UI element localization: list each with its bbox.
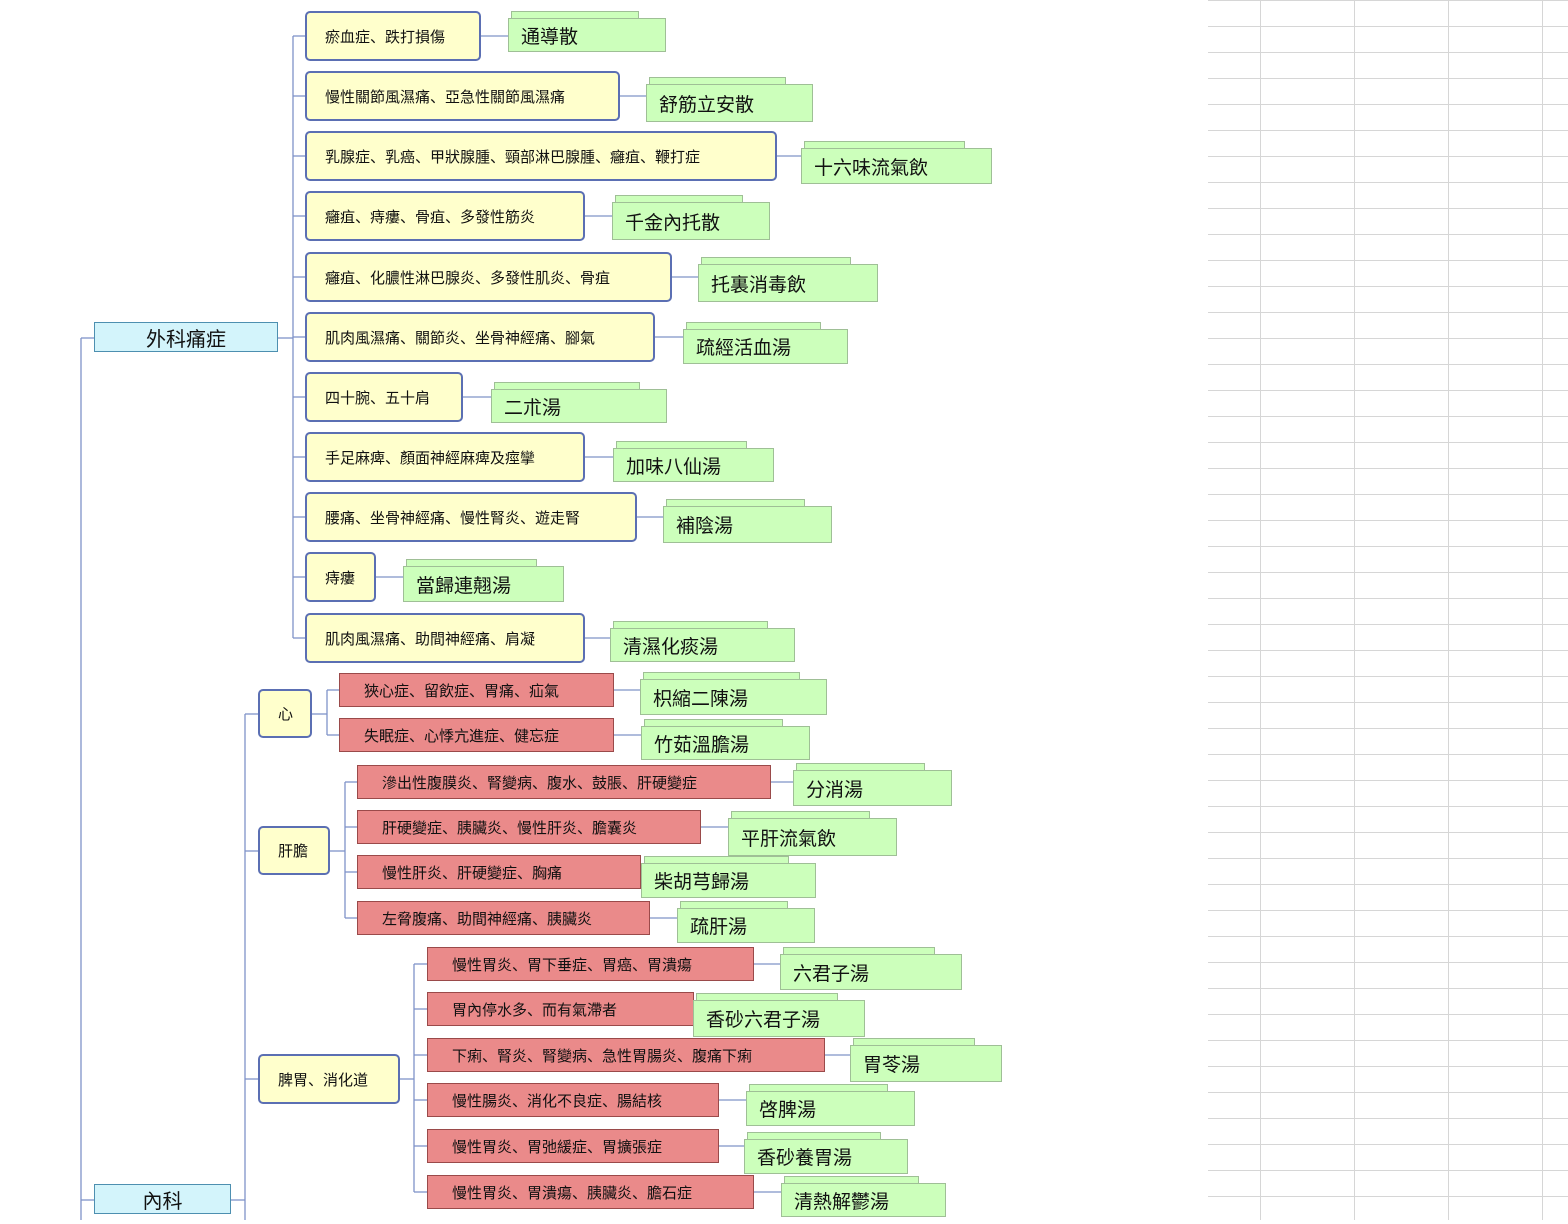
- remedy-node[interactable]: 柴胡芎歸湯: [641, 863, 816, 898]
- remedy-node[interactable]: 香砂六君子湯: [693, 1000, 865, 1037]
- condition-node[interactable]: 慢性腸炎、消化不良症、腸結核: [427, 1083, 719, 1117]
- remedy-tab: [643, 672, 800, 680]
- remedy-node[interactable]: 托裏消毒飲: [698, 264, 878, 302]
- remedy-tab: [680, 901, 788, 909]
- remedy-node[interactable]: 香砂養胃湯: [744, 1139, 908, 1174]
- remedy-tab: [696, 993, 838, 1001]
- subcategory-heart[interactable]: 心: [258, 689, 312, 738]
- remedy-tab: [701, 257, 851, 265]
- condition-node[interactable]: 滲出性腹膜炎、腎變病、腹水、鼓脹、肝硬變症: [357, 765, 771, 799]
- remedy-node[interactable]: 啓脾湯: [746, 1091, 915, 1126]
- remedy-tab: [749, 1084, 888, 1092]
- remedy-node[interactable]: 補陰湯: [663, 506, 832, 543]
- remedy-tab: [613, 621, 768, 629]
- condition-node[interactable]: 慢性肝炎、肝硬變症、胸痛: [357, 855, 641, 889]
- remedy-node[interactable]: 清濕化痰湯: [610, 628, 795, 662]
- condition-node[interactable]: 腰痛、坐骨神經痛、慢性腎炎、遊走腎: [305, 492, 637, 542]
- remedy-node[interactable]: 疏經活血湯: [683, 329, 848, 364]
- remedy-tab: [644, 719, 783, 727]
- condition-node[interactable]: 狹心症、留飲症、胃痛、疝氣: [339, 673, 614, 707]
- remedy-tab: [747, 1132, 881, 1140]
- condition-node[interactable]: 癰疽、痔瘻、骨疽、多發性筋炎: [305, 191, 585, 241]
- remedy-tab: [494, 382, 640, 390]
- condition-node[interactable]: 肝硬變症、胰臟炎、慢性肝炎、膽囊炎: [357, 810, 701, 844]
- remedy-node[interactable]: 十六味流氣飲: [801, 148, 992, 184]
- condition-node[interactable]: 慢性胃炎、胃潰瘍、胰臟炎、膽石症: [427, 1175, 754, 1209]
- condition-node[interactable]: 慢性胃炎、胃下垂症、胃癌、胃潰瘍: [427, 947, 754, 981]
- condition-node[interactable]: 失眠症、心悸亢進症、健忘症: [339, 718, 614, 752]
- condition-node[interactable]: 胃內停水多、而有氣滯者: [427, 992, 694, 1026]
- remedy-tab: [784, 1176, 919, 1184]
- remedy-tab: [615, 195, 743, 203]
- remedy-tab: [783, 947, 935, 955]
- remedy-tab: [406, 559, 537, 567]
- condition-node[interactable]: 左脅腹痛、助間神經痛、胰臟炎: [357, 901, 650, 935]
- remedy-node[interactable]: 胃苓湯: [850, 1045, 1002, 1082]
- remedy-node[interactable]: 當歸連翹湯: [403, 566, 564, 602]
- remedy-node[interactable]: 疏肝湯: [677, 908, 815, 943]
- remedy-node[interactable]: 清熱解鬱湯: [781, 1183, 946, 1217]
- remedy-tab: [853, 1038, 975, 1046]
- grid-lines: [1208, 0, 1568, 1220]
- remedy-node[interactable]: 平肝流氣飲: [728, 818, 897, 856]
- remedy-node[interactable]: 舒筋立安散: [646, 84, 813, 122]
- condition-node[interactable]: 癰疽、化膿性淋巴腺炎、多發性肌炎、骨疽: [305, 252, 672, 302]
- remedy-node[interactable]: 二朮湯: [491, 389, 667, 423]
- condition-node[interactable]: 手足麻痺、顏面神經麻痺及痙攣: [305, 432, 585, 482]
- condition-node[interactable]: 肌肉風濕痛、助間神經痛、肩凝: [305, 613, 585, 663]
- spreadsheet-grid: [1208, 0, 1568, 1220]
- remedy-node[interactable]: 分消湯: [793, 770, 952, 806]
- remedy-node[interactable]: 加味八仙湯: [613, 448, 774, 482]
- condition-node[interactable]: 乳腺症、乳癌、甲狀腺腫、頸部淋巴腺腫、癰疽、鞭打症: [305, 131, 777, 181]
- remedy-tab: [616, 441, 747, 449]
- category-surgical[interactable]: 外科痛症: [94, 322, 278, 352]
- remedy-tab: [649, 77, 786, 85]
- remedy-tab: [666, 499, 805, 507]
- condition-node[interactable]: 肌肉風濕痛、關節炎、坐骨神經痛、腳氣: [305, 312, 655, 362]
- category-internal[interactable]: 內科: [94, 1184, 231, 1214]
- condition-node[interactable]: 痔瘻: [305, 552, 376, 602]
- condition-node[interactable]: 慢性關節風濕痛、亞急性關節風濕痛: [305, 71, 620, 121]
- subcategory-liver[interactable]: 肝膽: [258, 826, 330, 875]
- remedy-node[interactable]: 千金內托散: [612, 202, 770, 240]
- remedy-node[interactable]: 六君子湯: [780, 954, 962, 990]
- remedy-tab: [796, 763, 925, 771]
- condition-node[interactable]: 慢性胃炎、胃弛緩症、胃擴張症: [427, 1129, 719, 1163]
- remedy-tab: [731, 811, 870, 819]
- remedy-node[interactable]: 枳縮二陳湯: [640, 679, 827, 715]
- remedy-tab: [511, 11, 639, 19]
- remedy-node[interactable]: 通導散: [508, 18, 666, 52]
- remedy-tab: [804, 141, 965, 149]
- remedy-tab: [686, 322, 821, 330]
- remedy-node[interactable]: 竹茹溫膽湯: [641, 726, 810, 760]
- subcategory-spleen[interactable]: 脾胃、消化道: [258, 1054, 400, 1104]
- condition-node[interactable]: 瘀血症、跌打損傷: [305, 11, 481, 61]
- condition-node[interactable]: 四十腕、五十肩: [305, 372, 463, 422]
- remedy-tab: [644, 856, 789, 864]
- condition-node[interactable]: 下痢、腎炎、腎變病、急性胃腸炎、腹痛下痢: [427, 1038, 825, 1072]
